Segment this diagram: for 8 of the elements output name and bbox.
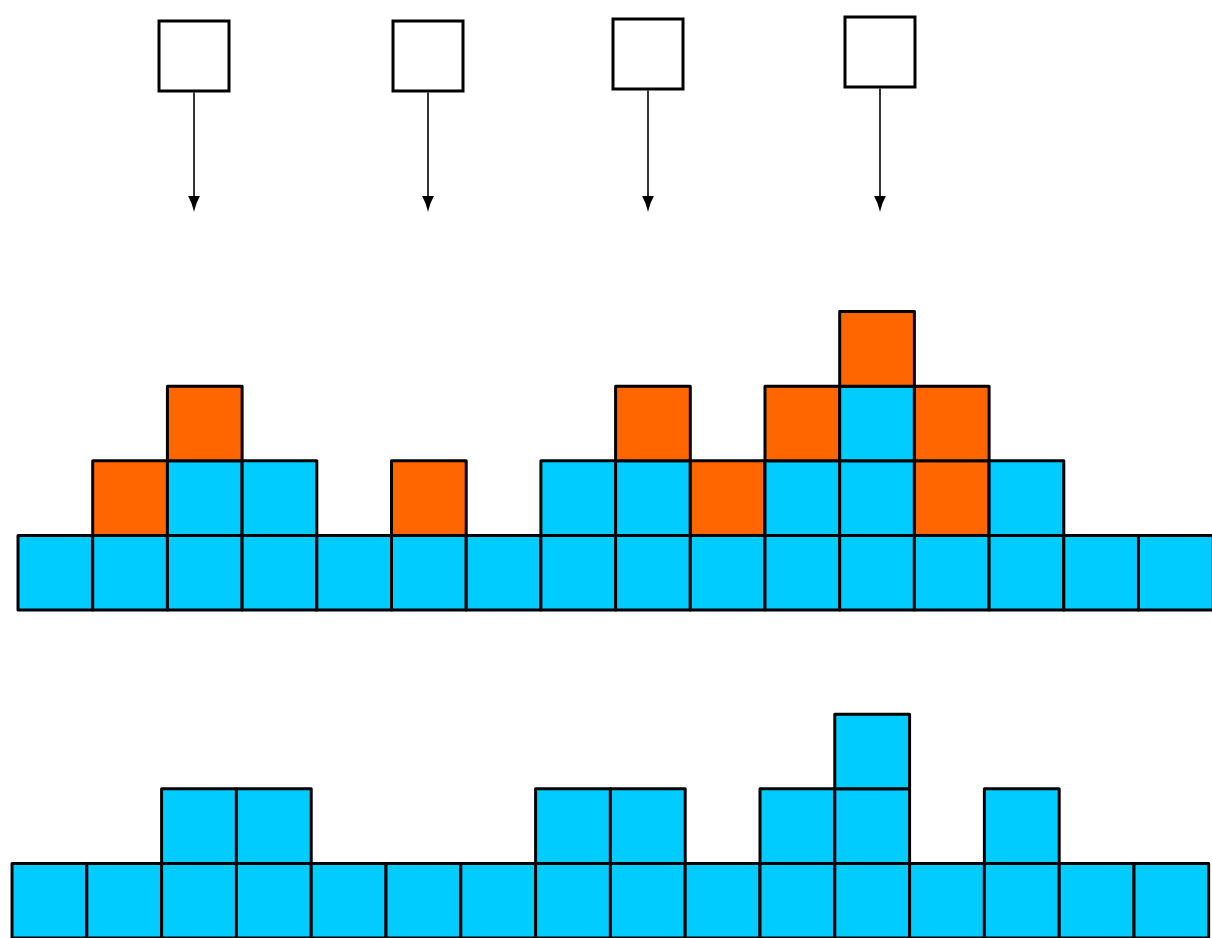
arrow (422, 91, 434, 210)
arrow (874, 87, 886, 210)
empty-box (611, 17, 685, 91)
arrow (642, 89, 654, 210)
empty-box (391, 19, 465, 93)
arrow (188, 91, 200, 210)
empty-box (843, 15, 917, 89)
empty-box (157, 19, 231, 93)
